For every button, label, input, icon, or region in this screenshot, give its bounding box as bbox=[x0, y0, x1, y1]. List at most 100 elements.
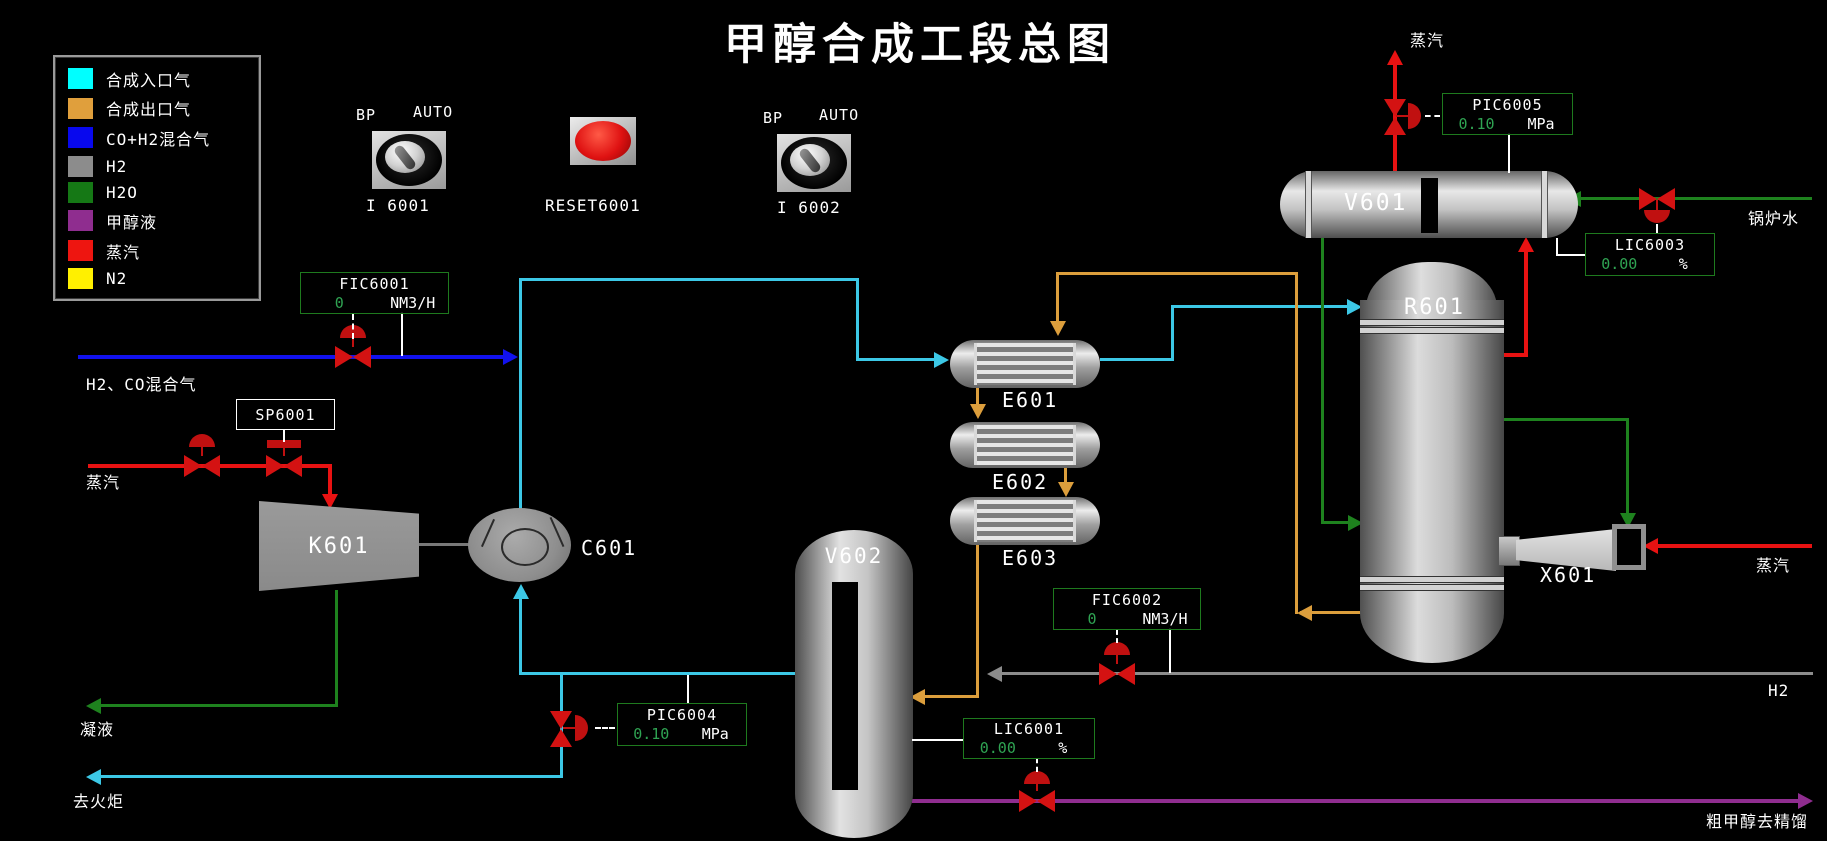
arrow-into-e602 bbox=[970, 404, 986, 419]
arrow-orange-into-e601 bbox=[1050, 321, 1066, 336]
arrow-into-v601 bbox=[1518, 237, 1534, 252]
stream-steam-top-label: 蒸汽 bbox=[1410, 31, 1445, 50]
lic6001-valve-actuator bbox=[1024, 771, 1050, 784]
switch-i6002[interactable] bbox=[777, 134, 851, 192]
reset6001-button[interactable] bbox=[570, 117, 636, 165]
pipe-r601-riser-v bbox=[1524, 250, 1528, 357]
arrow-h2 bbox=[987, 666, 1002, 682]
pipe-c601-suction bbox=[519, 598, 522, 675]
switch-i6001[interactable] bbox=[372, 131, 446, 189]
stream-condensate-label: 凝液 bbox=[80, 720, 115, 739]
pipe-to-e601 bbox=[856, 358, 936, 361]
fic6001-tap bbox=[401, 312, 403, 356]
pic6004-signal bbox=[595, 727, 615, 729]
legend: 合成入口气 合成出口气 CO+H2混合气 H2 H2O 甲醇液 蒸汽 N2 bbox=[53, 55, 261, 301]
x601-mixer-box bbox=[1612, 524, 1646, 570]
pipe-e603-to-v602-v bbox=[976, 543, 979, 697]
legend-item: 蒸汽 bbox=[68, 239, 259, 263]
sp6001-faceplate[interactable]: SP6001 bbox=[236, 399, 335, 430]
legend-label: 合成出口气 bbox=[106, 100, 192, 120]
legend-label: 合成入口气 bbox=[106, 70, 192, 90]
pipe-r601-riser-h bbox=[1497, 353, 1528, 357]
lic6003-value: 0.00 bbox=[1601, 255, 1638, 273]
v601-level-glass bbox=[1421, 178, 1438, 233]
reset6001-button-cap bbox=[575, 121, 631, 161]
sp6001-valve-stem bbox=[283, 447, 285, 456]
fic6001-valve[interactable] bbox=[335, 346, 371, 368]
shaft-k601-c601 bbox=[419, 543, 471, 546]
steam-block-valve[interactable] bbox=[184, 455, 220, 477]
equipment-r601-body bbox=[1360, 300, 1504, 663]
legend-item: 合成出口气 bbox=[68, 96, 259, 120]
stream-crude-methanol-label: 粗甲醇去精馏 bbox=[1706, 812, 1809, 831]
sp6001-link bbox=[283, 428, 285, 442]
e602-tubes bbox=[974, 425, 1076, 465]
lic6003-faceplate[interactable]: LIC6003 0.00% bbox=[1585, 233, 1715, 276]
pipe-e603-to-v602-h bbox=[922, 695, 979, 698]
pipe-steam-to-k601 bbox=[328, 464, 332, 498]
lic6003-tap-v bbox=[1556, 238, 1558, 256]
e603-label: E603 bbox=[1002, 546, 1059, 570]
r601-flange-top-1 bbox=[1360, 319, 1504, 326]
boiler-water-valve[interactable] bbox=[1639, 188, 1675, 210]
legend-swatch-syn-inlet bbox=[68, 68, 93, 90]
arrow-r601-outlet bbox=[1297, 605, 1312, 621]
c601-impeller bbox=[501, 528, 549, 566]
legend-swatch-h2o bbox=[68, 182, 93, 204]
arrow-steam-into-x601 bbox=[1643, 538, 1658, 554]
pipe-r601-to-x601-v bbox=[1626, 418, 1629, 516]
pipe-e601-to-r601-v bbox=[1171, 305, 1174, 361]
legend-item: CO+H2混合气 bbox=[68, 126, 259, 150]
k601-label: K601 bbox=[308, 533, 370, 559]
pipe-downcomer-into-r601 bbox=[1321, 521, 1351, 524]
pipe-recycle-from-v602 bbox=[521, 672, 797, 675]
v602-level-glass bbox=[832, 582, 858, 790]
stream-h2co-label: H2、CO混合气 bbox=[86, 375, 197, 394]
equipment-e603 bbox=[950, 497, 1100, 545]
lic6001-valve-stem bbox=[1036, 783, 1038, 791]
fic6001-signal bbox=[352, 314, 354, 339]
steam-block-valve-actuator bbox=[189, 434, 215, 447]
pipe-c601-discharge-riser bbox=[519, 278, 522, 510]
arrow-into-c601 bbox=[513, 584, 529, 599]
pipe-e601-to-r601-h2 bbox=[1171, 305, 1349, 308]
legend-item: 合成入口气 bbox=[68, 67, 259, 91]
fic6002-valve-actuator bbox=[1104, 642, 1130, 655]
stream-flare-label: 去火炬 bbox=[73, 792, 125, 811]
pipe-r601-out-riser bbox=[1295, 272, 1298, 614]
pic6005-tap bbox=[1508, 133, 1510, 173]
pic6004-valve[interactable] bbox=[550, 711, 572, 747]
v601-label: V601 bbox=[1344, 190, 1408, 216]
lic6001-faceplate[interactable]: LIC6001 0.00% bbox=[963, 718, 1095, 759]
fic6002-valve[interactable] bbox=[1099, 663, 1135, 685]
pic6005-signal bbox=[1425, 115, 1440, 117]
arrow-water-into-r601 bbox=[1348, 515, 1363, 531]
r601-flange-bottom-2 bbox=[1360, 584, 1504, 591]
pipe-crude-methanol bbox=[912, 799, 1800, 803]
sp6001-valve-actuator bbox=[267, 440, 301, 448]
pipe-steam-right bbox=[1655, 544, 1812, 548]
sp6001-valve[interactable] bbox=[266, 455, 302, 477]
v602-label: V602 bbox=[824, 544, 884, 568]
lic6001-tap bbox=[912, 739, 963, 741]
pic6005-value: 0.10 bbox=[1458, 114, 1495, 133]
pipe-coh2-feed bbox=[78, 355, 505, 359]
e602-label: E602 bbox=[992, 470, 1049, 494]
pipe-k601-condensate-v bbox=[335, 590, 338, 706]
equipment-e601 bbox=[950, 340, 1100, 388]
pic6005-valve[interactable] bbox=[1384, 99, 1406, 135]
fic6002-unit: NM3/H bbox=[1142, 609, 1188, 628]
e603-tubes bbox=[974, 500, 1076, 542]
arrow-steam-top bbox=[1387, 50, 1403, 65]
switch1-bp-label: BP bbox=[356, 106, 377, 124]
legend-swatch-n2 bbox=[68, 268, 93, 290]
pipe-e601-e602 bbox=[976, 386, 979, 408]
pic6004-valve-actuator bbox=[575, 715, 588, 741]
fic6001-valve-stem bbox=[352, 337, 354, 347]
lic6001-valve[interactable] bbox=[1019, 790, 1055, 812]
pic6005-tag: PIC6005 bbox=[1472, 95, 1543, 114]
